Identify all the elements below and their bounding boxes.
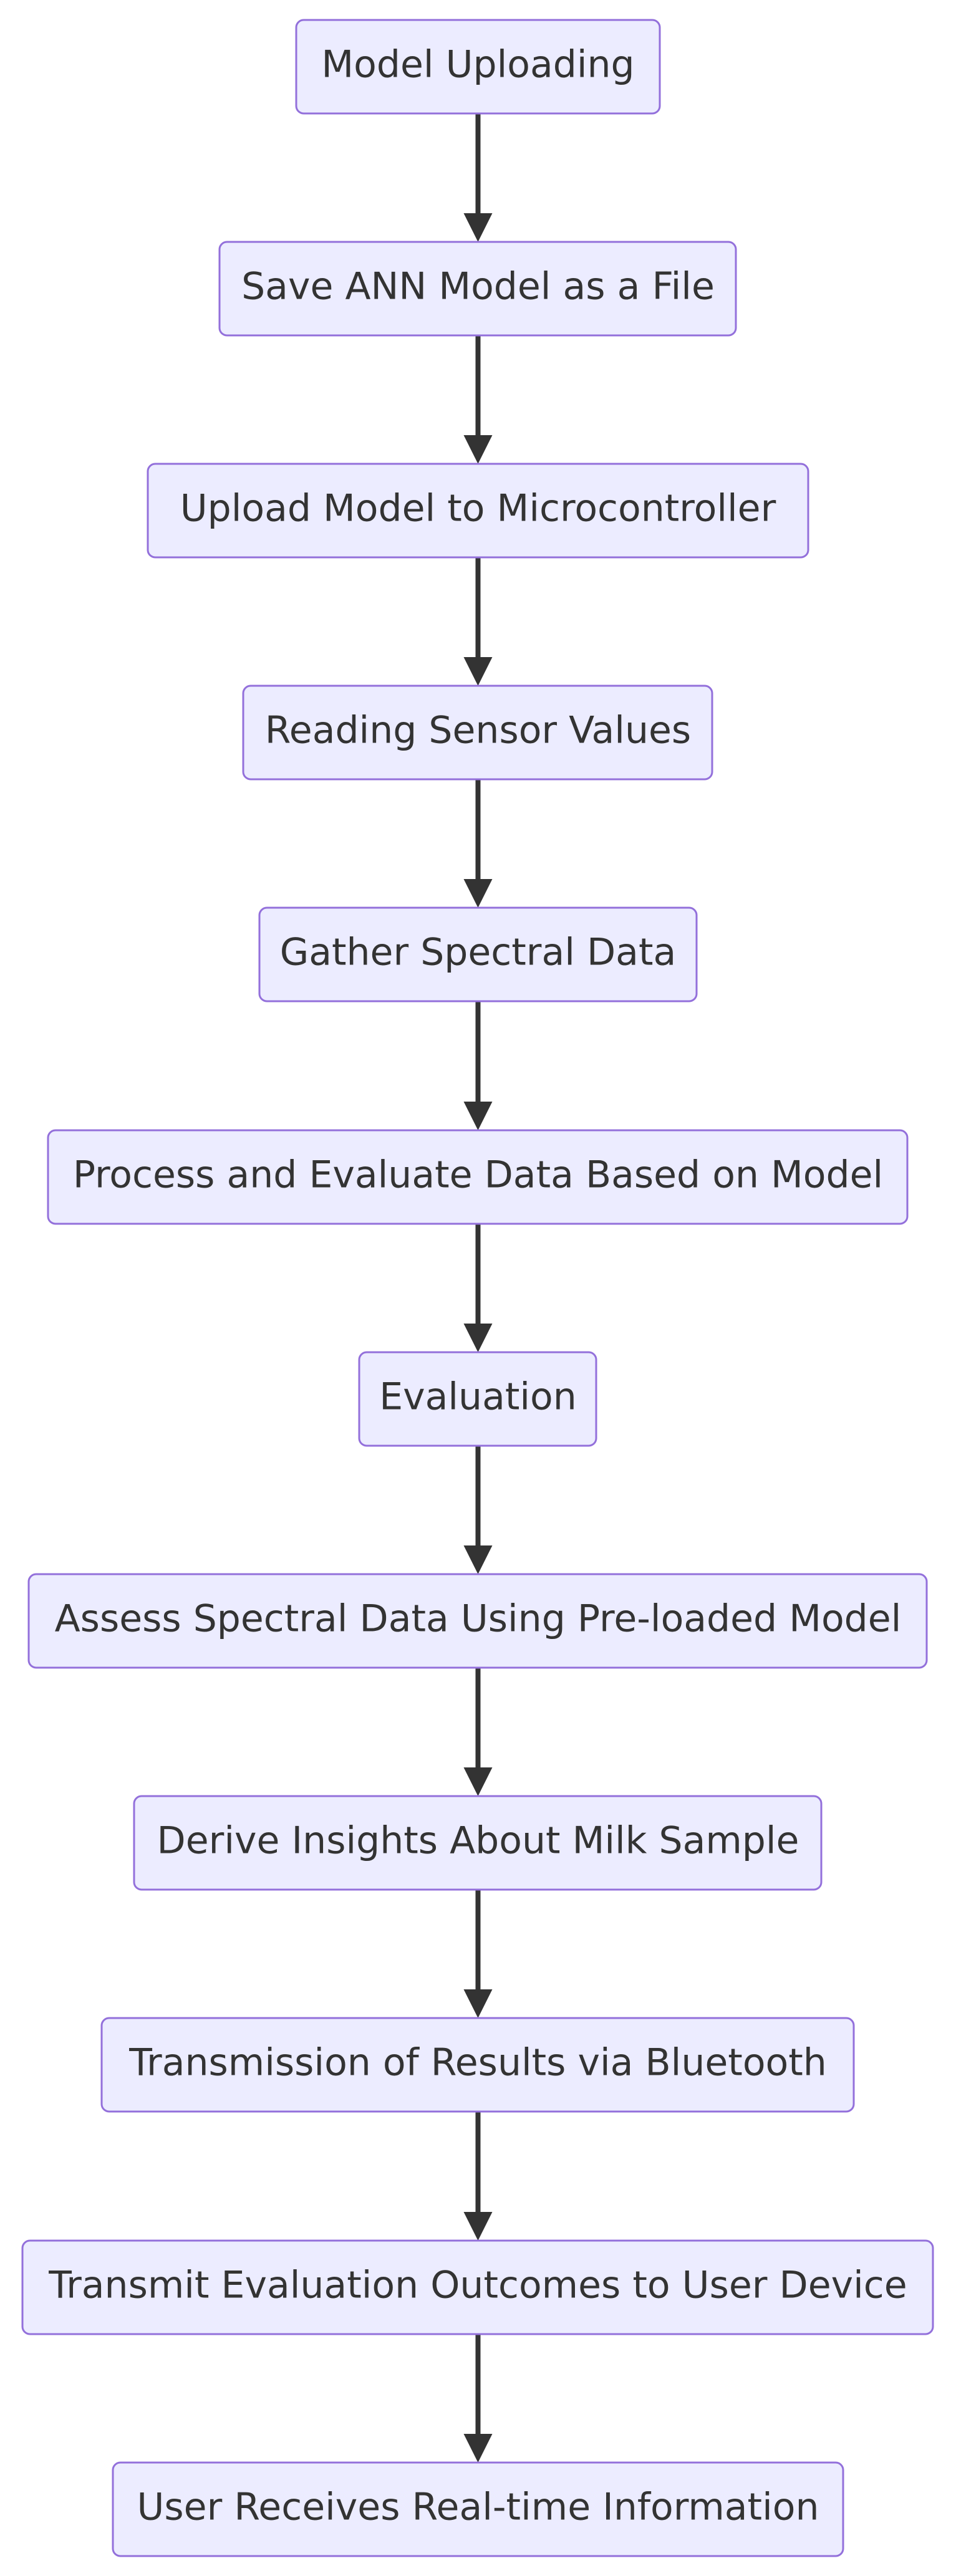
node-box — [27, 1573, 928, 1669]
node-label: Evaluation — [379, 1375, 577, 1419]
arrow-head — [463, 2434, 493, 2463]
node-label: Save ANN Model as a File — [241, 265, 715, 309]
arrow-head — [463, 1545, 493, 1574]
node-derive-insights: Derive Insights About Milk Sample — [133, 1795, 823, 1891]
node-label: User Receives Real-time Information — [137, 2486, 819, 2529]
flowchart-edges — [463, 113, 493, 2463]
node-evaluation: Evaluation — [358, 1351, 597, 1447]
node-transmit-outcomes: Transmit Evaluation Outcomes to User Dev… — [21, 2239, 934, 2335]
node-box — [47, 1129, 909, 1225]
node-box — [21, 2239, 934, 2335]
node-box — [295, 19, 661, 115]
node-label: Transmit Evaluation Outcomes to User Dev… — [48, 2264, 907, 2307]
node-box — [147, 463, 809, 559]
node-label: Process and Evaluate Data Based on Model — [73, 1153, 883, 1197]
arrow-head — [463, 879, 493, 908]
node-box — [358, 1351, 597, 1447]
node-transmission-bluetooth: Transmission of Results via Bluetooth — [100, 2017, 855, 2113]
node-upload-model: Upload Model to Microcontroller — [147, 463, 809, 559]
node-user-receives-info: User Receives Real-time Information — [112, 2461, 844, 2557]
node-save-ann-model: Save ANN Model as a File — [218, 241, 737, 337]
arrow-head — [463, 1767, 493, 1796]
node-process-evaluate-data: Process and Evaluate Data Based on Model — [47, 1129, 909, 1225]
node-gather-spectral-data: Gather Spectral Data — [258, 906, 698, 1002]
arrow-head — [463, 1324, 493, 1352]
node-box — [100, 2017, 855, 2113]
node-model-uploading: Model Uploading — [295, 19, 661, 115]
node-label: Gather Spectral Data — [280, 931, 677, 974]
node-reading-sensor-values: Reading Sensor Values — [242, 685, 713, 781]
node-label: Transmission of Results via Bluetooth — [128, 2041, 827, 2085]
node-box — [112, 2461, 844, 2557]
node-box — [242, 685, 713, 781]
node-label: Reading Sensor Values — [265, 709, 691, 752]
node-assess-spectral-data: Assess Spectral Data Using Pre-loaded Mo… — [27, 1573, 928, 1669]
node-label: Derive Insights About Milk Sample — [157, 1819, 799, 1863]
node-box — [258, 906, 698, 1002]
node-box — [218, 241, 737, 337]
node-label: Assess Spectral Data Using Pre-loaded Mo… — [55, 1597, 902, 1641]
node-box — [133, 1795, 823, 1891]
node-label: Model Uploading — [321, 43, 634, 87]
arrow-head — [463, 2212, 493, 2241]
arrow-head — [463, 1989, 493, 2018]
arrow-head — [463, 213, 493, 242]
node-label: Upload Model to Microcontroller — [180, 487, 776, 531]
arrow-head — [463, 435, 493, 464]
arrow-head — [463, 657, 493, 686]
arrow-head — [463, 1102, 493, 1130]
